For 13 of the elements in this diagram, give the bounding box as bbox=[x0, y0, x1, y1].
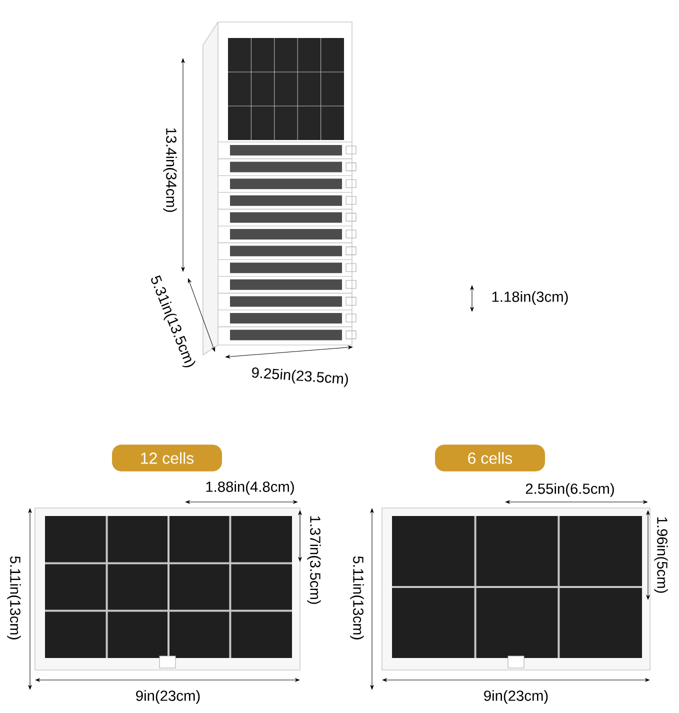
dimension-label: 1.18in(3cm) bbox=[492, 291, 568, 305]
dimension-label: 1.96in(5cm) bbox=[654, 517, 668, 593]
dimension-label: 5.11in(13cm) bbox=[7, 556, 21, 640]
dimension-label: 9.25in(23.5cm) bbox=[252, 367, 348, 387]
dimension-label: 1.88in(4.8cm) bbox=[206, 481, 294, 495]
dimension-label: 13.4in(34cm) bbox=[163, 128, 177, 212]
dimension-label: 9in(23cm) bbox=[484, 690, 548, 704]
dimension-label: 5.11in(13cm) bbox=[350, 556, 364, 640]
dimension-label: 2.55in(6.5cm) bbox=[526, 483, 614, 497]
dimension-label: 9in(23cm) bbox=[136, 690, 200, 704]
cells-badge: 6 cells bbox=[435, 444, 545, 472]
cells-badge: 12 cells bbox=[112, 444, 222, 472]
dimension-label: 1.37in(3.5cm) bbox=[307, 516, 321, 604]
